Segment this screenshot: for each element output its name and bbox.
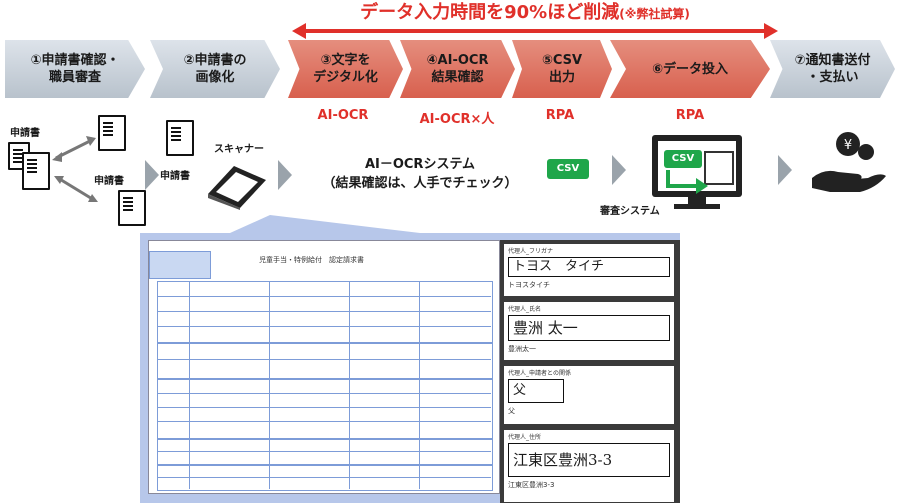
ocr-result-pane: 代理人_フリガナ トヨス タイチ トヨスタイチ 代理人_氏名 豊洲 太一 豊洲太…	[500, 240, 680, 503]
handwritten-field: 豊洲 太一	[508, 315, 670, 341]
application-form-image: 児童手当・特例給付 認定請求書	[148, 240, 500, 494]
form-title: 児童手当・特例給付 認定請求書	[259, 256, 364, 264]
step-6-label: ⑥データ投入	[651, 61, 728, 77]
step-3-label: ③文字を デジタル化	[313, 53, 378, 85]
step-7-label: ⑦通知書送付 ・支払い	[794, 53, 871, 85]
ocr-card-name: 代理人_氏名 豊洲 太一 豊洲太一	[504, 302, 674, 360]
banner-note-text: (※弊社試算)	[619, 7, 690, 21]
tool-label-step4: AI-OCR×人	[419, 112, 495, 127]
shinsa-system-label: 審査システム	[600, 206, 660, 217]
document-icon	[166, 120, 194, 156]
handwritten-field: 江東区豊洲3-3	[508, 443, 670, 477]
exchange-arrows-icon	[52, 136, 98, 202]
monitor-base	[674, 204, 720, 209]
flow-arrow-icon	[278, 160, 292, 190]
banner-arrow-right-icon	[764, 23, 778, 39]
step-4-label: ④AI-OCR 結果確認	[426, 53, 489, 85]
ocr-text[interactable]: トヨスタイチ	[508, 281, 550, 289]
flow-arrow-icon	[778, 155, 792, 185]
csv-badge: CSV	[547, 159, 589, 179]
banner-main-text: データ入力時間を90%ほど削減	[360, 2, 620, 23]
step-1-chevron: ①申請書確認・ 職員審査	[5, 40, 145, 98]
ocr-text[interactable]: 豊洲太一	[508, 345, 536, 353]
handwritten-field: トヨス タイチ	[508, 257, 670, 277]
ocr-system-title: AI－OCRシステム	[364, 157, 476, 172]
tool-label-step5: RPA	[545, 108, 575, 123]
ocr-system-subtitle: （結果確認は、人手でチェック）	[322, 176, 518, 191]
ocr-text[interactable]: 江東区豊洲3-3	[508, 481, 555, 489]
ocr-text[interactable]: 父	[508, 407, 515, 415]
panel-callout-pointer	[230, 215, 420, 233]
step-6-chevron: ⑥データ投入	[610, 40, 770, 98]
csv-import-arrow-icon	[666, 170, 708, 194]
document-icon	[98, 115, 126, 151]
banner-arrow-line	[300, 29, 770, 33]
ocr-system-caption: AI－OCRシステム （結果確認は、人手でチェック）	[300, 155, 540, 193]
spreadsheet-icon	[704, 151, 734, 185]
shinseisho-label-2: 申請書	[94, 176, 124, 187]
flow-arrow-icon	[145, 160, 159, 190]
step-3-chevron: ③文字を デジタル化	[288, 40, 403, 98]
card-label: 代理人_フリガナ	[508, 248, 554, 255]
card-label: 代理人_氏名	[508, 306, 542, 313]
card-label: 代理人_住所	[508, 434, 542, 441]
banner-arrow-left-icon	[292, 23, 306, 39]
shinseisho-label-3: 申請書	[160, 171, 190, 182]
csv-badge: CSV	[664, 150, 702, 168]
ocr-card-furigana: 代理人_フリガナ トヨス タイチ トヨスタイチ	[504, 244, 674, 296]
step-4-chevron: ④AI-OCR 結果確認	[400, 40, 515, 98]
step-7-chevron: ⑦通知書送付 ・支払い	[770, 40, 895, 98]
ocr-card-address: 代理人_住所 江東区豊洲3-3 江東区豊洲3-3	[504, 430, 674, 502]
scanner-icon	[208, 166, 266, 210]
handwritten-field: 父	[508, 379, 564, 403]
step-1-label: ①申請書確認・ 職員審査	[30, 53, 120, 85]
step-5-chevron: ⑤CSV 出力	[512, 40, 612, 98]
tool-label-step3: AI-OCR	[317, 108, 369, 123]
card-label: 代理人_申請者との関係	[508, 370, 571, 377]
step-2-label: ②申請書の 画像化	[183, 53, 247, 85]
scanner-label: スキャナー	[214, 144, 264, 155]
monitor-stand	[688, 197, 706, 205]
shinseisho-label-1: 申請書	[10, 128, 40, 139]
flow-arrow-icon	[612, 155, 626, 185]
svg-text:¥: ¥	[844, 138, 852, 153]
step-2-chevron: ②申請書の 画像化	[150, 40, 280, 98]
step-5-label: ⑤CSV 出力	[541, 53, 583, 85]
yen-hand-icon: ¥	[812, 132, 886, 192]
time-reduction-banner: データ入力時間を90%ほど削減(※弊社試算)	[300, 0, 750, 26]
ocr-card-relation: 代理人_申請者との関係 父 父	[504, 366, 674, 424]
document-icon	[118, 190, 146, 226]
document-stack-icon	[22, 152, 50, 190]
tool-label-step6: RPA	[675, 108, 705, 123]
